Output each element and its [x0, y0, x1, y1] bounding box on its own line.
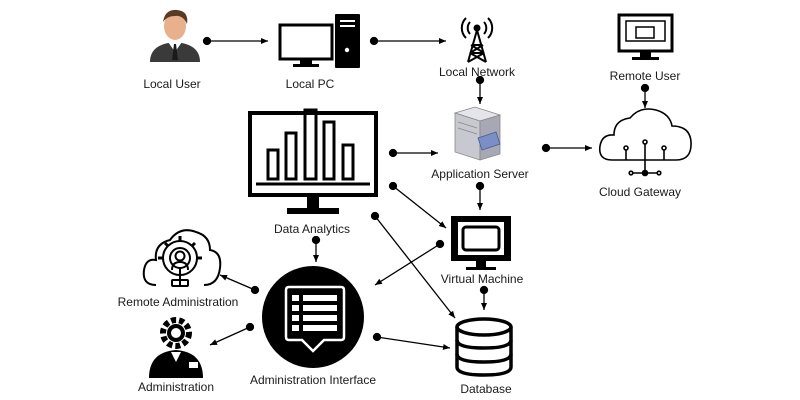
- edge-admininterface-to-administration: [209, 322, 255, 346]
- label-application-server: Application Server: [431, 167, 528, 181]
- edge-server-to-cloud: [541, 143, 592, 153]
- local-pc-node: Local PC: [278, 14, 360, 91]
- edge-admininterface-to-database: [372, 332, 451, 350]
- user-avatar-icon: [150, 9, 200, 62]
- local-user-node: Local User: [143, 9, 201, 91]
- vm-monitor-icon: [451, 216, 511, 270]
- edge-network-to-server: [475, 75, 485, 104]
- data-analytics-node: Data Analytics: [248, 108, 378, 236]
- label-cloud-gateway: Cloud Gateway: [599, 185, 681, 199]
- edge-analytics-to-server: [388, 148, 438, 158]
- antenna-tower-icon: [460, 17, 494, 63]
- edge-vm-to-database: [479, 285, 489, 310]
- edge-admininterface-to-remoteadmin: [219, 274, 260, 295]
- edge-user-to-pc: [202, 36, 268, 46]
- database-cylinder-icon: [455, 317, 513, 377]
- administration-interface-node: Administration Interface: [250, 266, 376, 387]
- virtual-machine-node: Virtual Machine: [441, 216, 524, 286]
- remote-administration-node: Remote Administration: [118, 229, 239, 309]
- cloud-icon: [598, 108, 692, 177]
- connectors: [202, 36, 650, 350]
- label-virtual-machine: Virtual Machine: [441, 272, 524, 286]
- label-administration: Administration: [138, 380, 214, 394]
- cloud-gear-user-icon: [142, 229, 222, 287]
- admin-interface-list-icon: [262, 266, 364, 368]
- label-local-pc: Local PC: [286, 77, 335, 91]
- edge-server-to-vm: [475, 181, 485, 210]
- edge-analytics-to-vm: [388, 181, 447, 229]
- label-administration-interface: Administration Interface: [250, 373, 376, 387]
- edge-vm-to-admininterface: [374, 239, 445, 286]
- admin-gear-person-icon: [149, 317, 203, 378]
- administration-node: Administration: [138, 317, 214, 394]
- application-server-node: Application Server: [431, 106, 529, 181]
- database-node: Database: [455, 317, 513, 396]
- remote-user-node: Remote User: [610, 13, 681, 83]
- edge-remoteuser-to-cloud: [640, 83, 650, 108]
- cloud-gateway-node: Cloud Gateway: [598, 108, 692, 199]
- label-remote-administration: Remote Administration: [118, 295, 239, 309]
- label-local-user: Local User: [143, 77, 200, 91]
- edge-analytics-to-admininterface: [311, 235, 321, 262]
- server-icon: [453, 106, 502, 161]
- remote-monitor-icon: [617, 13, 674, 60]
- label-database: Database: [460, 382, 512, 396]
- local-network-node: Local Network: [439, 17, 516, 79]
- label-remote-user: Remote User: [610, 69, 681, 83]
- edge-analytics-to-database: [370, 211, 456, 319]
- label-local-network: Local Network: [439, 65, 516, 79]
- label-data-analytics: Data Analytics: [274, 222, 350, 236]
- edge-pc-to-network: [369, 36, 446, 46]
- desktop-computer-icon: [278, 14, 360, 68]
- analytics-monitor-icon: [248, 108, 378, 214]
